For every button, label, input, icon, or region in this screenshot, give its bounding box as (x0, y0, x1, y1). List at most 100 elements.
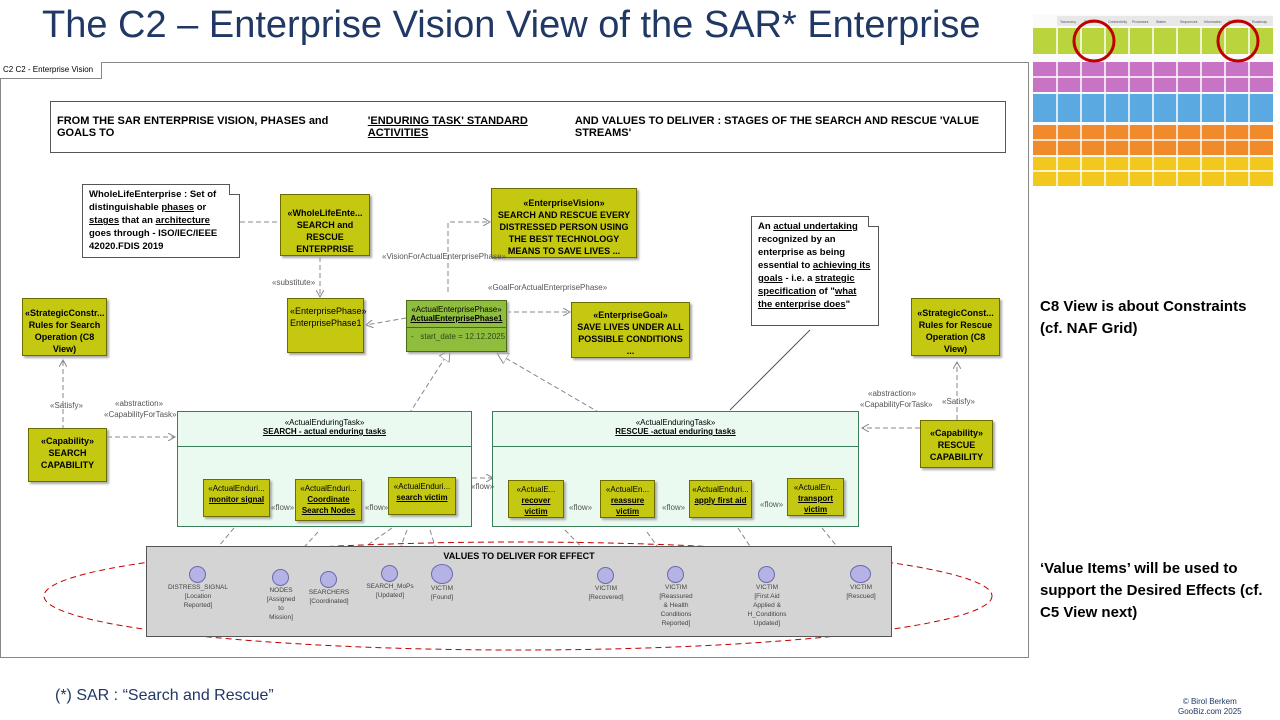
activity-name: apply first aid (694, 496, 747, 505)
lane-rescue-name: RESCUE -actual enduring tasks (615, 427, 736, 436)
label-abstraction-left: «abstraction» (115, 399, 164, 408)
goal-stereotype: «EnterpriseGoal» (593, 310, 668, 320)
vi-line: NODES (269, 587, 293, 594)
constraint-search-name: Rules for Search Operation (C8 View) (28, 320, 101, 354)
note-ut-text-2: recognized by an enterprise as being ess… (758, 234, 846, 271)
slide-title: The C2 – Enterprise Vision View of the S… (42, 4, 981, 46)
copyright-line-1: © Birol Berkem (1182, 697, 1237, 706)
value-item-search-mops[interactable]: SEARCH_MoPs[Updated] (355, 565, 425, 600)
values-to-deliver-title: VALUES TO DELIVER FOR EFFECT (443, 551, 595, 561)
note-ut-what: what the enterprise does (758, 286, 857, 310)
vi-line: [Reassured (659, 593, 693, 600)
wholelife-enterprise-element[interactable]: «WholeLifeEnte... SEARCH and RESCUE ENTE… (280, 194, 370, 256)
value-item-icon (431, 564, 453, 584)
capability-rescue[interactable]: «Capability» RESCUE CAPABILITY (920, 420, 993, 468)
note-wle-text-or: or (194, 202, 207, 213)
activity-reassure-victim[interactable]: «ActualEn... reassure victim (600, 480, 655, 518)
actual-enterprise-phase-element[interactable]: «ActualEnterprisePhase» ActualEnterprise… (406, 300, 507, 352)
activity-coordinate-search-nodes[interactable]: «ActualEnduri... Coordinate Search Nodes (295, 479, 362, 521)
vi-line: Applied & (753, 602, 781, 609)
strategic-constraint-search[interactable]: «StrategicConstr... Rules for Search Ope… (22, 298, 107, 356)
activity-apply-first-aid[interactable]: «ActualEnduri... apply first aid (689, 480, 752, 518)
value-item-icon (189, 566, 206, 583)
svg-text:Information: Information (1204, 20, 1222, 24)
enterprise-vision-element[interactable]: «EnterpriseVision» SEARCH AND RESCUE EVE… (491, 188, 637, 258)
activity-stereotype: «ActualE... (516, 485, 556, 494)
capability-rescue-name: RESCUE CAPABILITY (929, 440, 984, 462)
value-item-victim-recovered[interactable]: VICTIM[Recovered] (571, 567, 641, 602)
label-flow-1: «flow» (271, 503, 295, 512)
wle-stereotype: «WholeLifeEnte... (287, 208, 363, 218)
vi-line: & Health (663, 602, 689, 609)
label-capability-for-task-left: «CapabilityForTask» (104, 410, 177, 419)
actual-phase-name: ActualEnterprisePhase1 (410, 314, 503, 323)
vision-stereotype: «EnterpriseVision» (523, 198, 605, 208)
phase-stereotype: «EnterprisePhase» (290, 306, 367, 316)
vi-line: SEARCH_MoPs (366, 583, 414, 590)
activity-monitor-signal[interactable]: «ActualEnduri... monitor signal (203, 479, 270, 517)
enterprise-phase-element[interactable]: «EnterprisePhase» EnterprisePhase1 (287, 298, 367, 353)
diagram-frame-label: C2 C2 - Enterprise Vision (0, 62, 103, 79)
capability-search[interactable]: «Capability» SEARCH CAPABILITY (28, 428, 107, 482)
activity-stereotype: «ActualEnduri... (300, 484, 357, 493)
value-items-note: ‘Value Items’ will be used to support th… (1040, 560, 1263, 621)
activity-name: Coordinate Search Nodes (301, 495, 356, 515)
activity-search-victim[interactable]: «ActualEnduri... search victim (388, 477, 456, 515)
vi-line: DISTRESS_SIGNAL (168, 584, 228, 591)
label-flow-5: «flow» (760, 500, 784, 509)
header-text-part3: AND VALUES TO DELIVER : STAGES OF THE SE… (574, 115, 980, 139)
label-flow-4: «flow» (662, 503, 686, 512)
value-item-searchers[interactable]: SEARCHERS[Coordinated] (294, 571, 364, 606)
activity-name: transport victim (797, 494, 834, 514)
activity-recover-victim[interactable]: «ActualE... recover victim (508, 480, 564, 518)
value-item-icon (320, 571, 337, 588)
vi-line: VICTIM (430, 585, 454, 592)
strategic-constraint-rescue[interactable]: «StrategicConst... Rules for Rescue Oper… (911, 298, 1000, 356)
svg-text:Connectivity: Connectivity (1108, 20, 1127, 24)
actual-phase-attribute: - start_date = 12.12.2025 (407, 327, 506, 341)
activity-stereotype: «ActualEn... (605, 485, 650, 494)
wle-name: SEARCH and RESCUE ENTERPRISE (296, 220, 354, 254)
value-item-label: VICTIM[Recovered] (571, 584, 641, 602)
svg-text:Sequences: Sequences (1180, 20, 1198, 24)
vision-name: SEARCH AND RESCUE EVERY DISTRESSED PERSO… (497, 210, 631, 256)
value-item-icon (758, 566, 775, 583)
activity-transport-victim[interactable]: «ActualEn... transport victim (787, 478, 844, 516)
label-goal-for-phase: «GoalForActualEnterprisePhase» (488, 283, 608, 292)
vi-line: Reported] (183, 602, 213, 609)
activity-name: recover victim (521, 496, 551, 516)
vi-line: [Location (184, 593, 212, 600)
vi-line: [Coordinated] (309, 598, 349, 605)
value-item-victim-found[interactable]: VICTIM[Found] (407, 564, 477, 602)
value-item-victim-rescued[interactable]: VICTIM[Rescued] (826, 565, 896, 601)
value-item-label: SEARCH_MoPs[Updated] (355, 582, 425, 600)
constraint-search-stereotype: «StrategicConstr... (25, 308, 105, 318)
label-vision-for-phase: «VisionForActualEnterprisePhase» (382, 252, 506, 261)
lane-search-stereotype: «ActualEnduringTask» (284, 418, 365, 427)
actual-phase-attr-text: start_date = 12.12.2025 (420, 332, 506, 341)
svg-text:Processes: Processes (1132, 20, 1149, 24)
value-item-icon (850, 565, 871, 583)
note-ut-strategic: strategic specification (758, 273, 855, 297)
phase-name: EnterprisePhase1 (290, 318, 362, 328)
activity-stereotype: «ActualEnduri... (692, 485, 749, 494)
lane-rescue-divider (493, 446, 858, 447)
vi-line: [Recovered] (588, 594, 624, 601)
label-satisfy-right: «Satisfy» (942, 397, 975, 406)
activity-name: reassure victim (610, 496, 645, 516)
svg-text:States: States (1156, 20, 1166, 24)
constraint-rescue-stereotype: «StrategicConst... (917, 308, 994, 318)
actual-phase-stereotype: «ActualEnterprisePhase» (411, 305, 502, 314)
vi-line: Mission] (269, 614, 293, 621)
enterprise-goal-element[interactable]: «EnterpriseGoal» SAVE LIVES UNDER ALL PO… (571, 302, 690, 358)
vi-line: to (278, 605, 284, 612)
vi-line: Conditions (660, 611, 692, 618)
svg-text:Taxonomy: Taxonomy (1060, 20, 1076, 24)
lane-search-divider (178, 446, 471, 447)
activity-name: monitor signal (208, 495, 265, 504)
